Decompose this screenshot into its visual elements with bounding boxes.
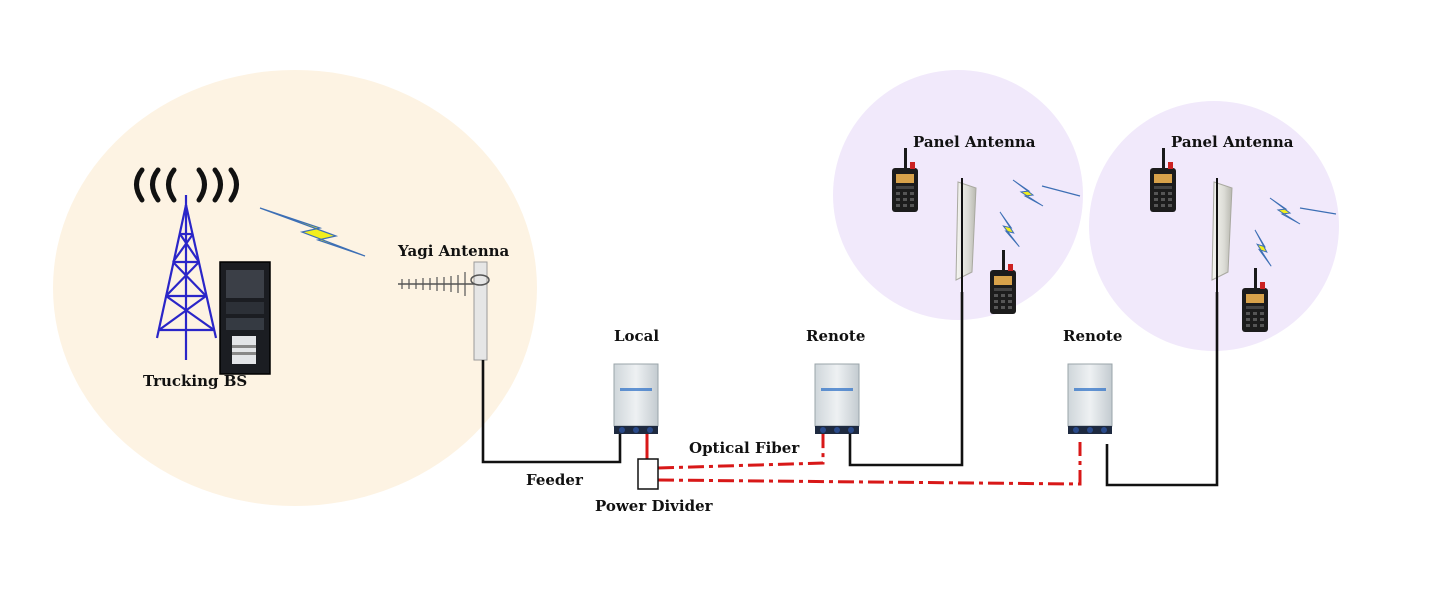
power-divider-label: Power Divider (595, 497, 714, 515)
remote-2-label: Renote (1063, 327, 1122, 345)
server-cabinet-icon (219, 261, 271, 375)
lightning-link-icon (259, 207, 366, 257)
lightning-link-icon (1299, 207, 1337, 215)
panel-antenna-1-label: Panel Antenna (913, 133, 1036, 151)
feeder-cable (481, 360, 622, 464)
lightning-link-icon (1041, 185, 1081, 197)
remote-unit-1-icon (814, 363, 860, 435)
feeder-label: Feeder (526, 471, 584, 489)
local-unit-icon (613, 363, 659, 435)
power-divider-icon (637, 458, 659, 490)
yagi-antenna-label: Yagi Antenna (397, 242, 509, 260)
panel-antenna-icon-1 (955, 178, 977, 292)
yagi-antenna-icon (398, 261, 490, 361)
panel-antenna-2-label: Panel Antenna (1171, 133, 1294, 151)
optical-fiber-remote-1 (657, 432, 825, 470)
local-label: Local (614, 327, 659, 345)
remote-2-feeder-cable (1105, 292, 1219, 487)
remote-1-label: Renote (806, 327, 865, 345)
panel-antenna-icon-2 (1211, 178, 1233, 292)
radio-waves-icon (134, 167, 239, 203)
trucking-bs-zone (53, 70, 537, 506)
trucking-bs-label: Trucking BS (143, 372, 247, 390)
lattice-tower-icon (155, 195, 218, 360)
remote-unit-2-icon (1067, 363, 1113, 435)
optical-fiber-label: Optical Fiber (689, 439, 800, 457)
remote-1-feeder-cable (848, 292, 964, 467)
optical-fiber-remote-2 (657, 442, 1082, 486)
